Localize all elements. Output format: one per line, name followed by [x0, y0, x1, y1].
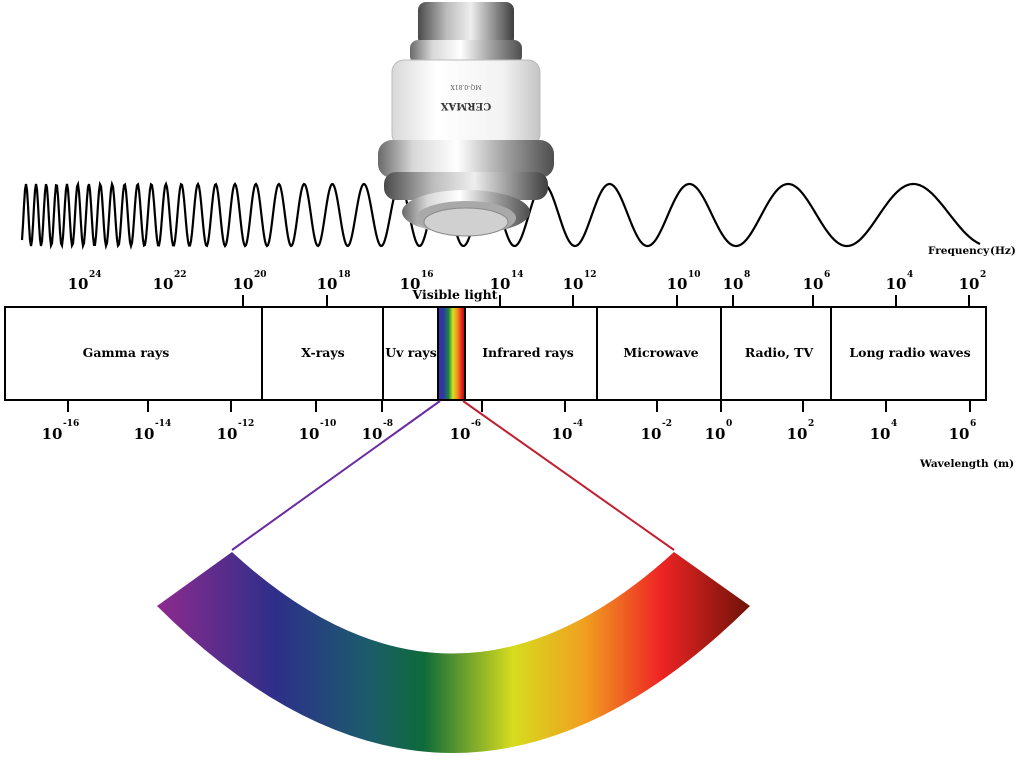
- tick-base: 10: [400, 275, 421, 293]
- tick-base: 10: [959, 275, 980, 293]
- tick-exponent: -2: [662, 419, 672, 429]
- frequency-axis-unit: (Hz): [990, 245, 1016, 257]
- tick-base: 10: [42, 425, 63, 443]
- lamp-brand-text: CERMAX: [441, 100, 492, 111]
- wavelength-axis-unit: (m): [993, 458, 1014, 470]
- wavelength-tick-label: 10-8: [362, 419, 393, 443]
- xenon-lamp-illustration: CERMAX MQ-0.81X: [378, 2, 554, 237]
- band-label: Uv rays: [385, 345, 437, 360]
- tick-base: 10: [552, 425, 573, 443]
- tick-exponent: 12: [584, 270, 597, 280]
- red-connector-line: [462, 400, 675, 551]
- tick-base: 10: [803, 275, 824, 293]
- tick-exponent: 20: [254, 270, 267, 280]
- band-dividers: [261, 307, 832, 400]
- frequency-axis-label: Frequency: [928, 245, 990, 257]
- wavelength-tick-label: 10-16: [42, 419, 80, 443]
- tick-base: 10: [563, 275, 584, 293]
- tick-base: 10: [705, 425, 726, 443]
- tick-exponent: -16: [63, 419, 79, 429]
- tick-base: 10: [217, 425, 238, 443]
- tick-base: 10: [667, 275, 688, 293]
- tick-exponent: 4: [907, 270, 913, 280]
- tick-base: 10: [949, 425, 970, 443]
- tick-exponent: 6: [824, 270, 830, 280]
- tick-base: 10: [299, 425, 320, 443]
- tick-exponent: 10: [688, 270, 701, 280]
- visible-spectrum-arc: [157, 552, 750, 753]
- tick-exponent: 22: [174, 270, 187, 280]
- wavelength-axis-label: Wavelength: [919, 458, 989, 470]
- tick-exponent: -4: [573, 419, 583, 429]
- tick-base: 10: [153, 275, 174, 293]
- tick-base: 10: [723, 275, 744, 293]
- wavelength-tick-label: 10-6: [450, 419, 481, 443]
- tick-base: 10: [450, 425, 471, 443]
- lamp-model-text: MQ-0.81X: [450, 83, 482, 90]
- band-label: Radio, TV: [745, 345, 814, 360]
- band-label: Microwave: [623, 345, 698, 360]
- tick-exponent: 4: [891, 419, 897, 429]
- tick-base: 10: [886, 275, 907, 293]
- tick-exponent: 24: [89, 270, 102, 280]
- tick-exponent: 18: [338, 270, 351, 280]
- tick-exponent: 2: [980, 270, 986, 280]
- wavelength-tick-label: 100: [705, 419, 733, 443]
- wavelength-ticks: 10-1610-1410-1210-1010-810-610-410-21001…: [42, 400, 977, 443]
- visible-light-label: Visible light: [412, 287, 498, 302]
- tick-exponent: -10: [320, 419, 336, 429]
- tick-base: 10: [317, 275, 338, 293]
- tick-exponent: 8: [744, 270, 750, 280]
- tick-exponent: -12: [238, 419, 254, 429]
- wavelength-tick-label: 10-10: [299, 419, 337, 443]
- tick-exponent: -14: [155, 419, 171, 429]
- tick-exponent: -6: [471, 419, 481, 429]
- wavelength-tick-label: 10-12: [217, 419, 255, 443]
- band-labels: Gamma rays X-rays Uv rays Infrared rays Micr…: [83, 345, 971, 360]
- tick-base: 10: [490, 275, 511, 293]
- band-label: Infrared rays: [482, 345, 574, 360]
- tick-exponent: 14: [511, 270, 524, 280]
- tick-base: 10: [362, 425, 383, 443]
- band-label: X-rays: [301, 345, 344, 360]
- violet-connector-line: [231, 400, 441, 551]
- wavelength-tick-label: 10-14: [134, 419, 172, 443]
- visible-light-strip: [438, 308, 465, 399]
- wavelength-tick-label: 106: [949, 419, 977, 443]
- tick-exponent: 16: [421, 270, 434, 280]
- tick-base: 10: [870, 425, 891, 443]
- tick-base: 10: [641, 425, 662, 443]
- wavelength-tick-label: 10-4: [552, 419, 583, 443]
- tick-exponent: 2: [808, 419, 814, 429]
- spectrum-band-box: [4, 306, 987, 401]
- tick-exponent: 0: [726, 419, 732, 429]
- band-label: Gamma rays: [83, 345, 170, 360]
- tick-base: 10: [68, 275, 89, 293]
- wavelength-tick-label: 10-2: [641, 419, 672, 443]
- tick-base: 10: [233, 275, 254, 293]
- wavelength-tick-label: 104: [870, 419, 898, 443]
- wavelength-tick-label: 102: [787, 419, 815, 443]
- band-label: Long radio waves: [849, 345, 970, 360]
- tick-base: 10: [134, 425, 155, 443]
- tick-exponent: 6: [970, 419, 976, 429]
- tick-exponent: -8: [383, 419, 393, 429]
- tick-base: 10: [787, 425, 808, 443]
